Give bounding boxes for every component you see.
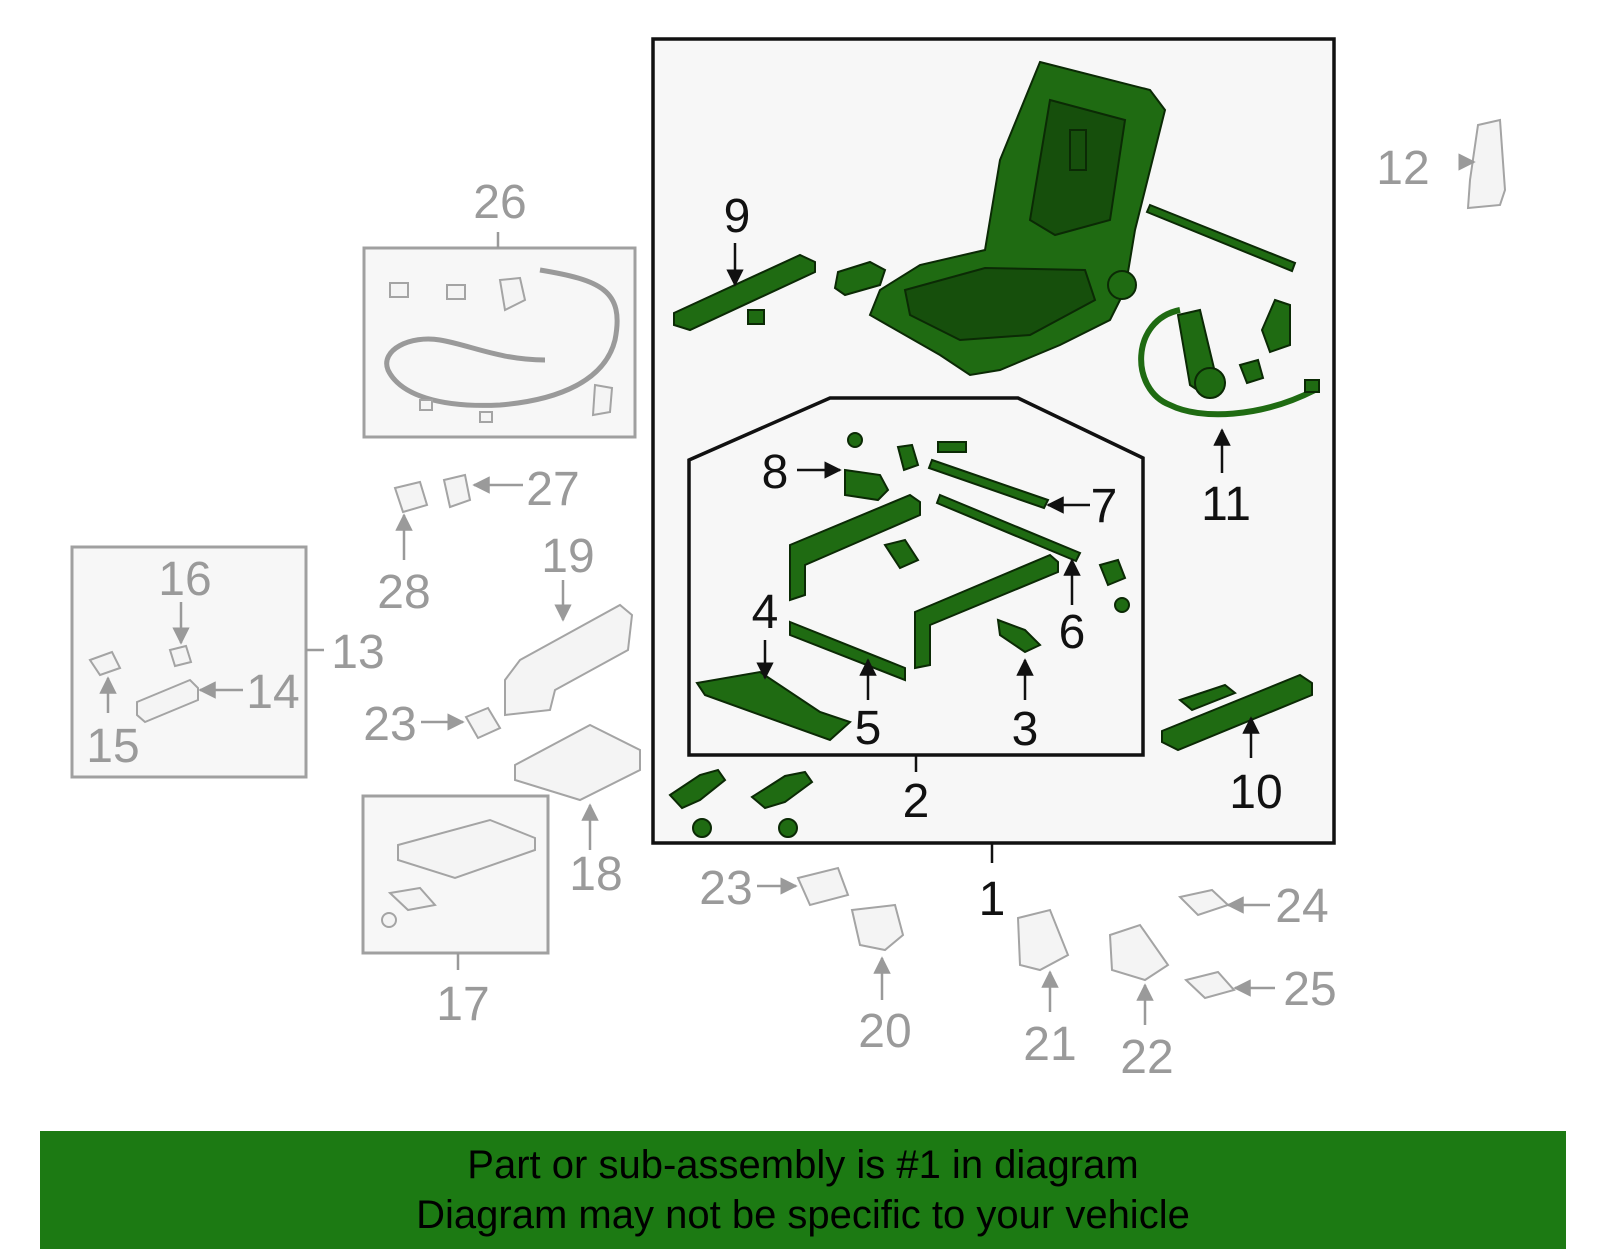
trim-19-part[interactable] — [504, 603, 634, 717]
callout-6: 6 — [1059, 606, 1086, 659]
callout-12: 12 — [1376, 142, 1429, 195]
callout-23-left: 23 — [363, 698, 416, 751]
callout-9: 9 — [724, 190, 751, 243]
callout-25: 25 — [1283, 963, 1336, 1016]
rod-part[interactable] — [1145, 203, 1297, 273]
cover-18-part[interactable] — [514, 723, 641, 802]
callout-17: 17 — [436, 978, 489, 1031]
cover-12-part[interactable] — [1466, 118, 1507, 210]
clip-25-part[interactable] — [1183, 970, 1236, 1000]
callout-5: 5 — [855, 702, 882, 755]
banner-line-2: Diagram may not be specific to your vehi… — [416, 1193, 1190, 1237]
callout-24: 24 — [1275, 880, 1328, 933]
harness-26-part[interactable] — [384, 267, 620, 423]
callout-3: 3 — [1012, 703, 1039, 756]
clip-23-left-part[interactable] — [464, 706, 502, 740]
callout-2: 2 — [903, 775, 930, 828]
clip-16-part[interactable] — [168, 644, 193, 668]
callout-15: 15 — [86, 720, 139, 773]
rail-9-part[interactable] — [673, 253, 816, 332]
switch-14-part[interactable] — [136, 678, 199, 724]
clip-23-bottom-part[interactable] — [796, 866, 850, 907]
callout-16: 16 — [158, 553, 211, 606]
callout-18: 18 — [569, 848, 622, 901]
harness-11-part[interactable] — [1138, 298, 1320, 418]
lower-bracket-right[interactable] — [750, 770, 814, 838]
callout-26: 26 — [473, 176, 526, 229]
cover-17-part[interactable] — [381, 818, 536, 928]
bracket-20-part[interactable] — [850, 903, 905, 952]
banner-line-1: Part or sub-assembly is #1 in diagram — [467, 1143, 1139, 1187]
clip-27-part[interactable] — [442, 473, 472, 509]
cover-22-part[interactable] — [1108, 923, 1170, 982]
callout-1: 1 — [979, 873, 1006, 926]
callout-22: 22 — [1120, 1031, 1173, 1084]
seat-frame-part[interactable] — [868, 60, 1167, 377]
callout-19: 19 — [541, 530, 594, 583]
clip-24-part[interactable] — [1177, 888, 1230, 917]
callout-23-bottom: 23 — [699, 862, 752, 915]
callout-11: 11 — [1201, 478, 1251, 531]
lower-bracket-left[interactable] — [668, 768, 727, 838]
callout-21: 21 — [1023, 1018, 1076, 1071]
cover-21-part[interactable] — [1016, 908, 1070, 972]
callout-10: 10 — [1229, 766, 1282, 819]
callout-20: 20 — [858, 1005, 911, 1058]
rail-10-part[interactable] — [1161, 673, 1313, 752]
callout-28: 28 — [377, 566, 430, 619]
small-parts-6[interactable] — [1098, 558, 1130, 613]
callout-7: 7 — [1091, 480, 1118, 533]
motor-8-part[interactable] — [844, 432, 920, 502]
callout-27: 27 — [526, 463, 579, 516]
info-banner: Part or sub-assembly is #1 in diagram Di… — [40, 1131, 1566, 1249]
clip-15-part[interactable] — [88, 650, 122, 677]
callout-4: 4 — [752, 586, 779, 639]
clip-28-part[interactable] — [393, 480, 429, 514]
callout-8: 8 — [762, 446, 789, 499]
bracket-part[interactable] — [833, 260, 887, 297]
callout-14: 14 — [246, 666, 299, 719]
callout-13: 13 — [331, 626, 384, 679]
